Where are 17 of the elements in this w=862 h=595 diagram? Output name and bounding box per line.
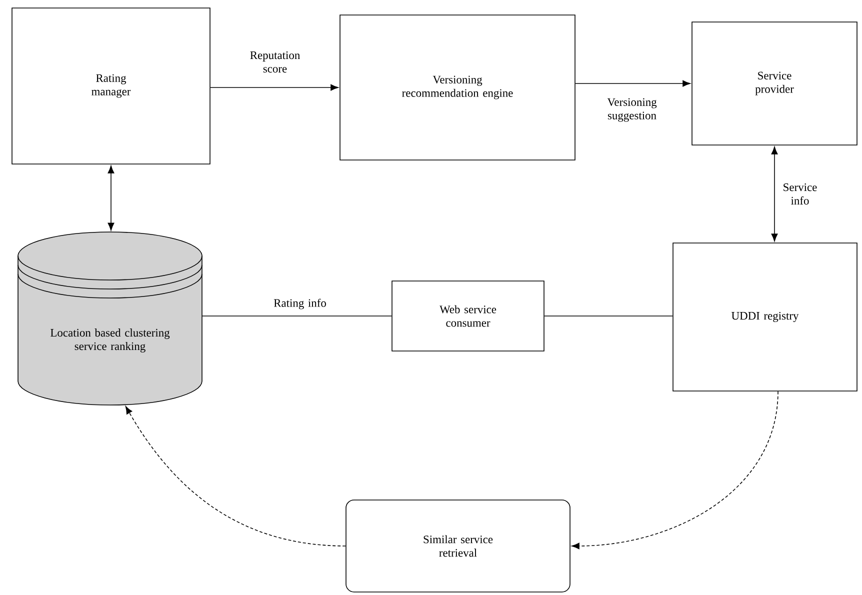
process-box: Similar service retrieval (346, 500, 570, 592)
arrow (210, 84, 338, 91)
arrow (125, 406, 346, 546)
arrow (771, 146, 778, 242)
process-box: Versioning recommendation engine (340, 14, 576, 160)
process-box: Rating manager (12, 8, 210, 164)
edge-label: Service info (779, 182, 821, 206)
arrow (108, 166, 114, 231)
process-box: Service provider (692, 22, 858, 146)
arrow (572, 391, 778, 550)
edge-label: Reputation score (244, 50, 306, 74)
edge-label: Versioning suggestion (601, 97, 663, 123)
edge-label: Rating info (269, 298, 331, 310)
database-cylinder: Location based clustering service ranking (18, 232, 202, 406)
process-box: UDDI registry (672, 242, 858, 392)
process-box: Web service consumer (392, 280, 544, 352)
arrow (575, 80, 690, 87)
